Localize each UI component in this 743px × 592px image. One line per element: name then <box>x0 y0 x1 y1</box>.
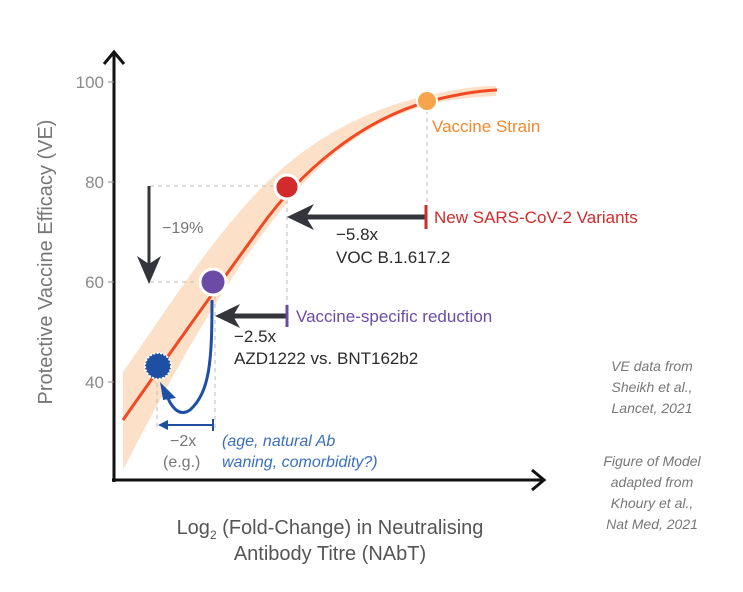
y-tick-label: 100 <box>76 73 104 92</box>
guide-lines <box>150 110 428 430</box>
eg-reason-line1: (age, natural Ab <box>222 433 335 450</box>
eg-label: (e.g.) <box>163 454 200 471</box>
variants-point <box>273 173 301 201</box>
vaccine-specific-fold-label: −2.5x <box>234 327 277 346</box>
y-tick-label: 80 <box>85 173 104 192</box>
svg-text:Sheikh et al.,: Sheikh et al., <box>612 379 693 395</box>
y-axis <box>102 49 126 482</box>
citation-ve-data: VE data from Sheikh et al., Lancet, 2021 <box>611 358 693 416</box>
y-tick-label: 40 <box>85 373 104 392</box>
confidence-band <box>123 86 496 470</box>
variants-arrow <box>287 204 428 230</box>
svg-text:Lancet, 2021: Lancet, 2021 <box>612 400 693 416</box>
x-axis-label-line2: Antibody Titre (NAbT) <box>234 543 426 565</box>
eg-fold-label: −2x <box>170 433 196 450</box>
y-axis-label: Protective Vaccine Efficacy (VE) <box>35 120 57 405</box>
variants-label: New SARS-CoV-2 Variants <box>434 208 638 227</box>
drop-arrow <box>137 186 161 284</box>
eg-fold-arrow <box>158 419 214 431</box>
drop-percent-label: −19% <box>162 220 203 237</box>
example-reduction-point <box>144 352 172 380</box>
vaccine-specific-name-label: AZD1222 vs. BNT162b2 <box>234 349 418 368</box>
vaccine-strain-point <box>416 90 438 112</box>
vaccine-specific-point <box>198 267 228 297</box>
variants-fold-label: −5.8x <box>336 225 379 244</box>
vaccine-strain-label: Vaccine Strain <box>432 117 540 136</box>
svg-text:VE data from: VE data from <box>611 358 693 374</box>
vaccine-specific-arrow <box>215 304 289 328</box>
svg-text:Khoury et al.,: Khoury et al., <box>611 495 694 511</box>
eg-reason-line2: waning, comorbidity?) <box>222 454 378 471</box>
variants-name-label: VOC B.1.617.2 <box>336 248 450 267</box>
svg-text:adapted from: adapted from <box>611 474 694 490</box>
citation-model: Figure of Model adapted from Khoury et a… <box>603 453 701 532</box>
x-axis-label: Log2 (Fold-Change) in Neutralising <box>177 517 484 542</box>
curved-arrow <box>160 299 214 414</box>
x-axis <box>112 468 547 492</box>
svg-text:Figure of Model: Figure of Model <box>603 453 701 469</box>
svg-text:Nat Med, 2021: Nat Med, 2021 <box>606 516 698 532</box>
y-tick-label: 60 <box>85 273 104 292</box>
vaccine-specific-label: Vaccine-specific reduction <box>296 307 492 326</box>
